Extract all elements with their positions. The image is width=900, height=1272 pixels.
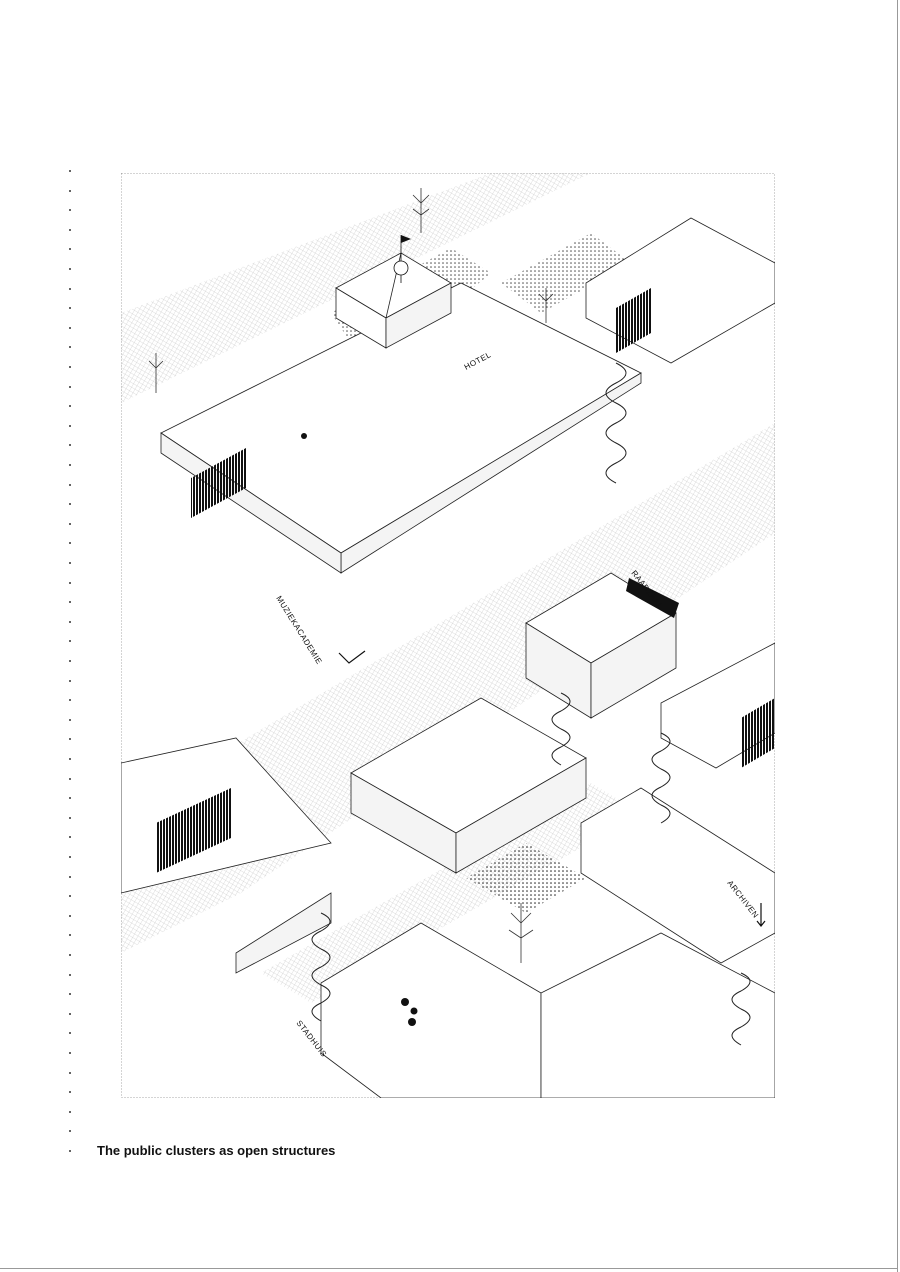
margin-dot [69, 228, 71, 231]
margin-dot [69, 1052, 71, 1054]
margin-dot [69, 503, 71, 506]
margin-dot [69, 542, 71, 545]
margin-dot [69, 640, 71, 643]
margin-dot [69, 836, 71, 839]
margin-dot [69, 1130, 71, 1133]
margin-dot [69, 1110, 71, 1113]
figure-caption: The public clusters as open structures [97, 1143, 336, 1158]
margin-dot [69, 170, 71, 172]
margin-dot [69, 738, 71, 741]
central-courtyard [466, 843, 586, 913]
margin-dot [69, 934, 71, 937]
trees [148, 188, 554, 963]
margin-dot [69, 287, 71, 290]
margin-dot [69, 777, 71, 780]
margin-dot [69, 522, 71, 525]
margin-dot [69, 973, 71, 976]
margin-dot [69, 346, 71, 349]
margin-dot [69, 562, 71, 564]
margin-dot [69, 248, 71, 251]
archiven-block [580, 787, 775, 964]
margin-dot [69, 1150, 71, 1152]
stadhuis-block [320, 922, 542, 1098]
upper-right-courtyard [501, 233, 631, 313]
margin-dot [69, 718, 71, 721]
margin-dot [69, 307, 71, 310]
margin-dot [69, 993, 71, 996]
margin-dot [69, 679, 71, 682]
margin-dot [69, 385, 71, 388]
margin-dot [69, 189, 71, 192]
page-edge-bottom [0, 1268, 898, 1269]
margin-dot [69, 620, 71, 623]
margin-dot [69, 895, 71, 898]
margin-dot [69, 1012, 71, 1015]
margin-dot [69, 816, 71, 819]
mobile-sculpture [301, 433, 418, 1026]
margin-dot [69, 366, 71, 368]
page-edge-right [897, 0, 898, 1272]
margin-dot [69, 483, 71, 486]
margin-dot-column [69, 170, 73, 1160]
label-muziekakademie: MUZIEKACADEMIE [274, 594, 324, 666]
margin-dot [69, 660, 71, 662]
margin-dot [69, 424, 71, 427]
margin-dot [69, 326, 71, 329]
lower-street [261, 783, 641, 1003]
entrance-arrow-icon [338, 650, 366, 664]
margin-dot [69, 758, 71, 760]
lower-right-block [540, 932, 775, 1098]
margin-dot [69, 1071, 71, 1074]
buildings [121, 217, 775, 1098]
spiral-stairs [311, 362, 751, 1046]
margin-dot [69, 699, 71, 702]
margin-dot [69, 405, 71, 408]
upper-right-box [585, 217, 775, 364]
margin-dot [69, 914, 71, 917]
margin-dot [69, 1032, 71, 1035]
margin-dot [69, 581, 71, 584]
margin-dot [69, 856, 71, 858]
margin-dot [69, 875, 71, 878]
margin-dot [69, 209, 71, 212]
axonometric-drawing: HOTEL MUZIEKACADEMIE RAADZAAL ARCHIVEN S… [121, 173, 775, 1098]
margin-dot [69, 601, 71, 604]
margin-dot [69, 464, 71, 466]
archiven-arrow-icon [756, 903, 766, 927]
curtains [156, 288, 775, 873]
margin-dot [69, 444, 71, 447]
margin-dot [69, 797, 71, 800]
margin-dot [69, 954, 71, 956]
margin-dot [69, 1091, 71, 1094]
margin-dot [69, 268, 71, 270]
church-tower [393, 235, 411, 283]
drawing-border [121, 173, 775, 1098]
